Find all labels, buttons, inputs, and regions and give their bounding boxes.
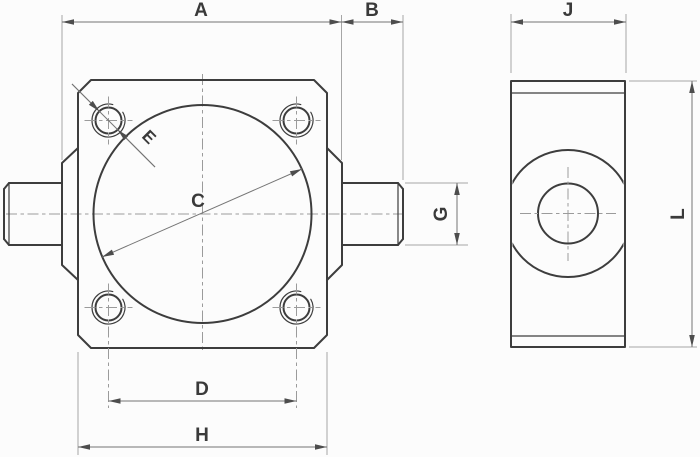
dimension-label-h: H [195, 425, 209, 446]
dimension-l: L [629, 80, 697, 348]
flange-outline [77, 79, 328, 349]
dimension-label-d: D [195, 379, 209, 400]
dimension-c: C [101, 168, 303, 258]
front-view [3, 74, 406, 408]
dimension-label-b: B [365, 0, 379, 21]
boss-right [326, 147, 343, 281]
bore-circle [92, 104, 313, 324]
shaft-right-chamfer-top [397, 182, 404, 190]
bolt-hole-bottom-left [84, 283, 133, 408]
dimension-j: J [510, 0, 627, 73]
bolt-hole-spotface-arc [279, 103, 314, 138]
side-boss-circle [512, 149, 624, 278]
shaft-left [3, 182, 63, 246]
dimension-h: H [77, 352, 328, 455]
shaft-right-chamfer-bottom [397, 238, 404, 246]
dimensions: A B J C E [61, 0, 697, 455]
leader-arrow-segment [71, 83, 100, 112]
shaft-left-chamfer-top [3, 182, 10, 190]
diameter-dimension-line [101, 168, 303, 258]
dimension-label-c: C [191, 191, 205, 212]
dimension-label-l: L [668, 208, 689, 220]
leader-arrow-segment [117, 129, 156, 168]
bolt-hole-spotface-arc [91, 103, 126, 138]
bolt-hole-spotface-arc [91, 290, 126, 325]
dimension-b: B [341, 0, 404, 180]
dimension-d: D [108, 379, 297, 404]
bolt-hole-bottom-right [272, 283, 321, 408]
dimension-e: E [71, 83, 160, 168]
bolt-hole-spotface-arc [279, 290, 314, 325]
shaft-left-chamfer-bottom [3, 238, 10, 246]
dimension-label-j: J [563, 0, 574, 21]
side-body-outline [510, 80, 626, 348]
dimension-g: G [405, 182, 468, 246]
shaft-right [341, 182, 404, 246]
side-view [510, 80, 626, 348]
bolt-hole-top-right [272, 96, 321, 145]
dimension-a: A [61, 0, 342, 160]
dimension-label-a: A [194, 0, 208, 21]
dimension-label-e: E [138, 126, 159, 147]
boss-left [61, 147, 79, 281]
dimension-label-g: G [431, 207, 452, 222]
